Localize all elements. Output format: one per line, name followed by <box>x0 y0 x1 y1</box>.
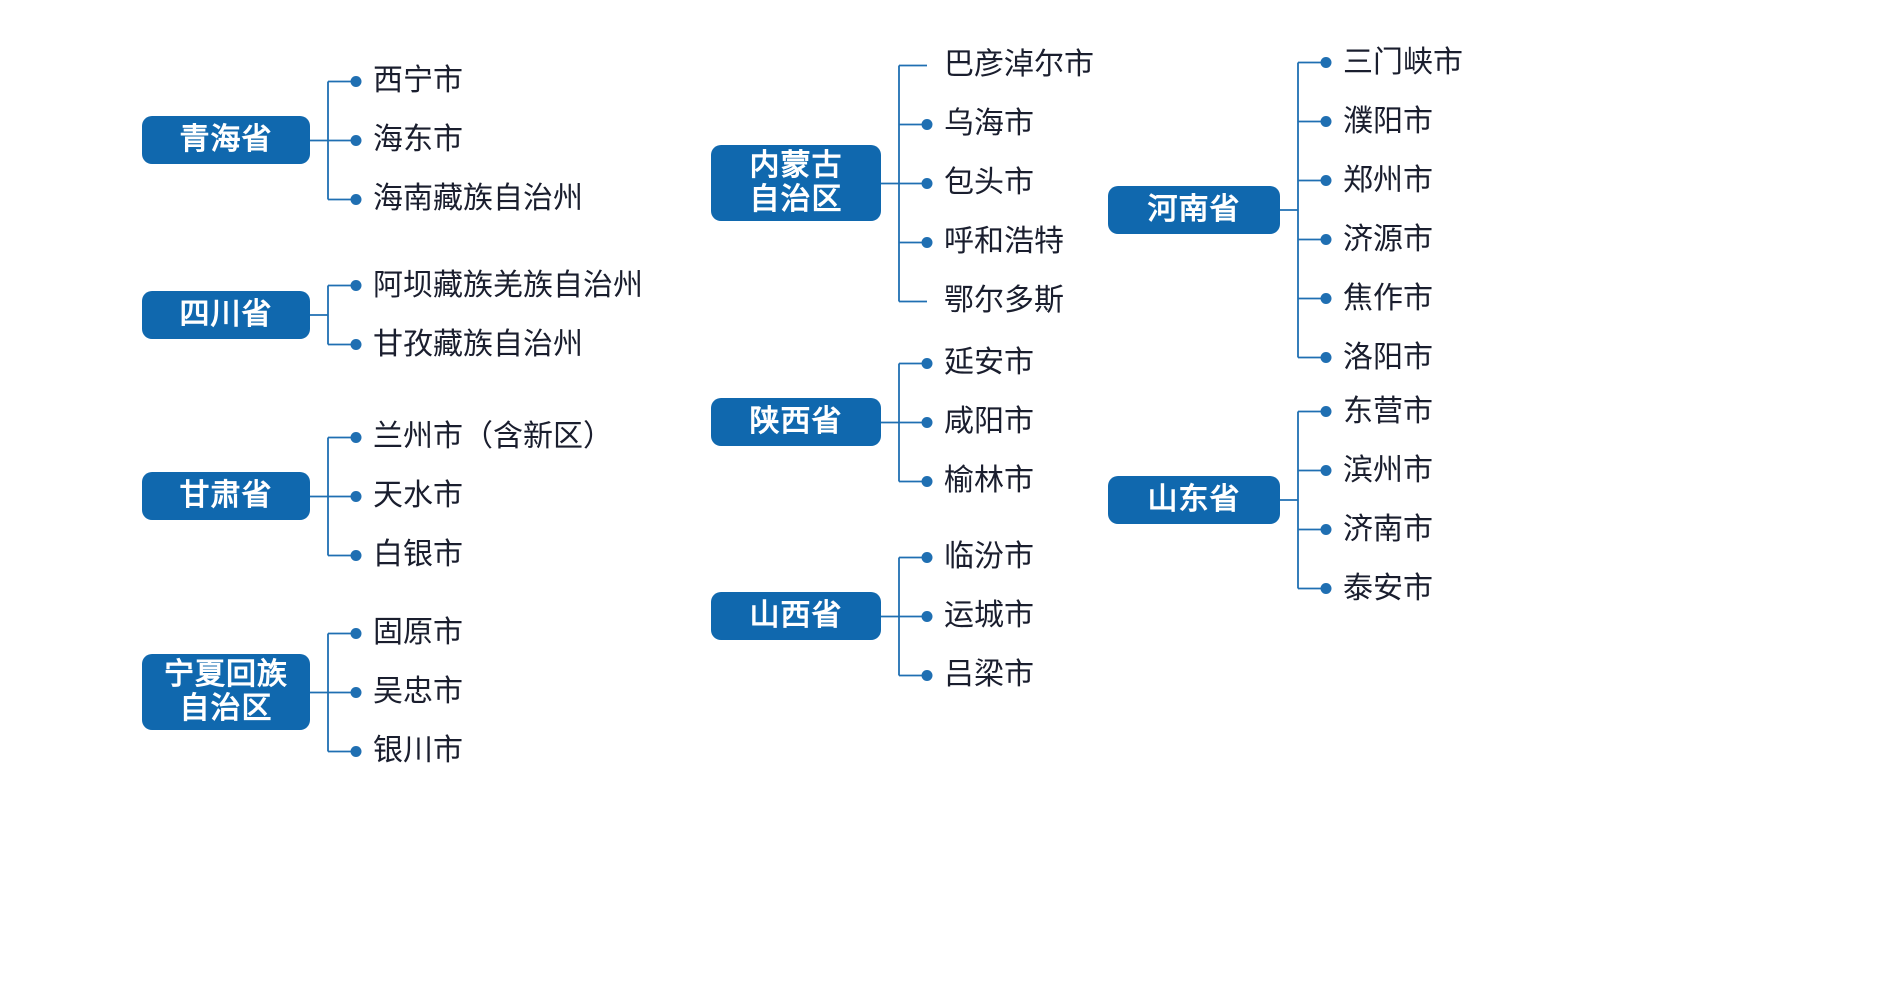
city-list: 临汾市运城市吕梁市 <box>944 528 1034 705</box>
city-list: 兰州市（含新区） 天水市白银市 <box>373 408 613 585</box>
branch-dot <box>921 177 933 189</box>
city-item[interactable]: 鄂尔多斯 <box>944 284 1064 317</box>
city-item[interactable]: 榆林市 <box>944 464 1034 497</box>
city-list: 西宁市海东市海南藏族自治州 <box>373 52 583 229</box>
connector-lines <box>310 431 362 561</box>
branch-dot <box>921 357 933 369</box>
city-item[interactable]: 运城市 <box>944 599 1034 632</box>
branch-dot <box>350 549 362 561</box>
city-item[interactable]: 咸阳市 <box>944 405 1034 438</box>
branch-dot <box>921 475 933 487</box>
province-label-1-1[interactable]: 青海省 <box>142 116 310 164</box>
city-item[interactable]: 郑州市 <box>1343 163 1433 197</box>
city-item[interactable]: 吴忠市 <box>373 675 463 708</box>
province-group: 四川省 阿坝藏族羌族自治州甘孜藏族自治州 <box>142 256 643 374</box>
province-label-2-3[interactable]: 山西省 <box>711 592 881 640</box>
branch-dot <box>1320 234 1332 245</box>
branch-dot <box>1320 175 1332 186</box>
city-item[interactable]: 银川市 <box>373 734 463 767</box>
province-group: 宁夏回族 自治区固原市吴忠市银川市 <box>142 604 463 781</box>
city-list: 固原市吴忠市银川市 <box>373 604 463 781</box>
city-item[interactable]: 滨州市 <box>1343 453 1433 487</box>
province-group: 青海省 西宁市海东市海南藏族自治州 <box>142 52 583 229</box>
city-item[interactable]: 呼和浩特 <box>944 225 1064 258</box>
branch-dot <box>1320 524 1332 535</box>
province-label-1-4[interactable]: 宁夏回族 自治区 <box>142 654 310 730</box>
city-item[interactable]: 洛阳市 <box>1343 340 1433 374</box>
city-list: 东营市滨州市济南市泰安市 <box>1343 382 1433 618</box>
city-item[interactable]: 海东市 <box>373 123 463 156</box>
branch-dot <box>350 75 362 87</box>
branch-dot <box>350 431 362 443</box>
province-label-2-1[interactable]: 内蒙古 自治区 <box>711 145 881 221</box>
branch-dot <box>350 280 362 291</box>
city-item[interactable]: 济源市 <box>1343 222 1433 256</box>
province-group: 山东省 东营市滨州市济南市泰安市 <box>1108 382 1433 618</box>
province-group: 河南省 三门峡市濮阳市郑州市济源市焦作市洛阳市 <box>1108 33 1463 387</box>
branch-dot <box>1320 406 1332 417</box>
city-list: 延安市咸阳市榆林市 <box>944 334 1034 511</box>
connector-lines <box>310 75 362 205</box>
branch-dot <box>1320 116 1332 127</box>
city-item[interactable]: 兰州市（含新区） <box>373 420 613 453</box>
branch-dot <box>1320 352 1332 363</box>
branch-dot <box>350 745 362 757</box>
province-group: 陕西省 延安市咸阳市榆林市 <box>711 334 1034 511</box>
branch-dot <box>1320 583 1332 594</box>
city-item[interactable]: 白银市 <box>373 538 463 571</box>
province-group: 山西省 临汾市运城市吕梁市 <box>711 528 1034 705</box>
city-item[interactable]: 天水市 <box>373 479 463 512</box>
province-label-1-2[interactable]: 四川省 <box>142 291 310 339</box>
province-group: 甘肃省 兰州市（含新区） 天水市白银市 <box>142 408 613 585</box>
city-item[interactable]: 西宁市 <box>373 64 463 97</box>
city-item[interactable]: 海南藏族自治州 <box>373 182 583 215</box>
connector-lines <box>310 627 362 757</box>
branch-dot <box>921 236 933 248</box>
province-label-2-2[interactable]: 陕西省 <box>711 398 881 446</box>
city-item[interactable]: 济南市 <box>1343 512 1433 546</box>
branch-dot <box>921 416 933 428</box>
city-item[interactable]: 固原市 <box>373 616 463 649</box>
branch-dot <box>350 339 362 350</box>
connector-lines <box>881 551 933 681</box>
city-item[interactable]: 包头市 <box>944 166 1034 199</box>
city-list: 三门峡市濮阳市郑州市济源市焦作市洛阳市 <box>1343 33 1463 387</box>
connector-lines <box>881 357 933 487</box>
province-group: 内蒙古 自治区巴彦淖尔市乌海市包头市呼和浩特鄂尔多斯 <box>711 36 1094 331</box>
city-item[interactable]: 甘孜藏族自治州 <box>373 327 583 361</box>
branch-dot <box>1320 465 1332 476</box>
province-label-3-1[interactable]: 河南省 <box>1108 186 1280 234</box>
province-label-1-3[interactable]: 甘肃省 <box>142 472 310 520</box>
city-item[interactable]: 延安市 <box>944 346 1034 379</box>
city-item[interactable]: 三门峡市 <box>1343 45 1463 79</box>
branch-dot <box>921 669 933 681</box>
branch-dot <box>921 118 933 130</box>
branch-dot <box>1320 57 1332 68</box>
connector-lines <box>310 280 362 350</box>
connector-lines <box>1280 57 1332 363</box>
city-list: 阿坝藏族羌族自治州甘孜藏族自治州 <box>373 256 643 374</box>
city-item[interactable]: 濮阳市 <box>1343 104 1433 138</box>
branch-dot <box>921 551 933 563</box>
province-label-3-2[interactable]: 山东省 <box>1108 476 1280 524</box>
branch-dot <box>1320 293 1332 304</box>
city-item[interactable]: 巴彦淖尔市 <box>944 48 1094 81</box>
city-item[interactable]: 阿坝藏族羌族自治州 <box>373 268 643 302</box>
city-item[interactable]: 东营市 <box>1343 394 1433 428</box>
connector-lines <box>881 64 933 302</box>
branch-dot <box>350 686 362 698</box>
city-item[interactable]: 焦作市 <box>1343 281 1433 315</box>
branch-dot <box>350 193 362 205</box>
city-item[interactable]: 临汾市 <box>944 540 1034 573</box>
city-item[interactable]: 吕梁市 <box>944 658 1034 691</box>
city-list: 巴彦淖尔市乌海市包头市呼和浩特鄂尔多斯 <box>944 36 1094 331</box>
branch-dot <box>350 134 362 146</box>
connector-lines <box>1280 406 1332 594</box>
branch-dot <box>921 610 933 622</box>
branch-dot <box>350 627 362 639</box>
city-item[interactable]: 泰安市 <box>1343 571 1433 605</box>
branch-dot <box>350 490 362 502</box>
city-item[interactable]: 乌海市 <box>944 107 1034 140</box>
